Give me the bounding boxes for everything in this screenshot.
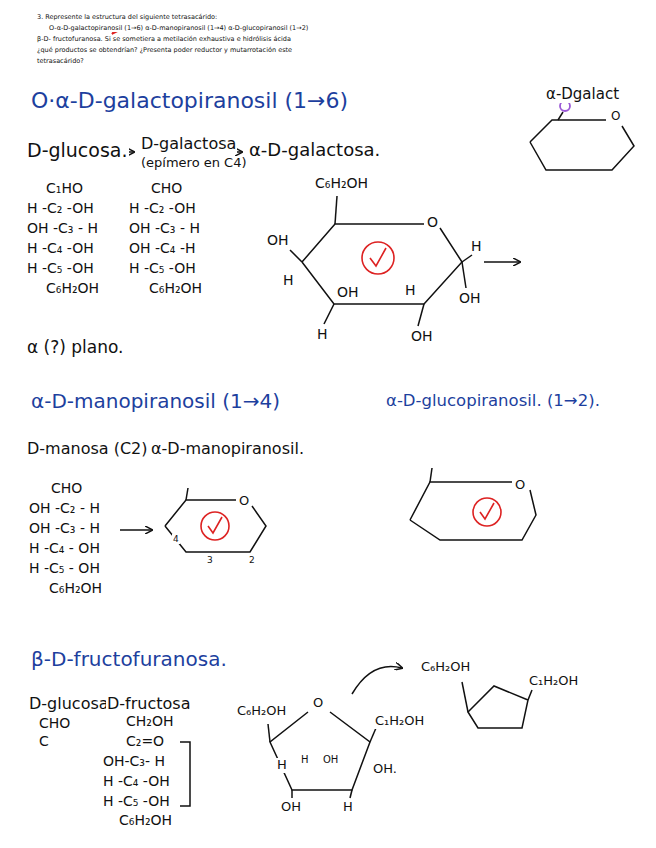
handwritten-text: O (426, 214, 439, 230)
handwritten-text: 4 (172, 534, 180, 544)
galactose-ring (290, 196, 472, 326)
handwritten-text: D-manosa (C2) (26, 440, 148, 458)
handwritten-text: D-galactosa (140, 135, 237, 153)
handwritten-text: D-fructosa (106, 695, 191, 713)
handwritten-text: β-D- fructofuranosa. Si se sometiera a m… (36, 36, 292, 43)
handwritten-text: H (276, 758, 288, 773)
handwritten-text: 3. Represente la estructura del siguient… (36, 14, 218, 21)
handwritten-text: OH. (372, 762, 398, 777)
mannose-ring (165, 488, 266, 552)
handwritten-text: 2 (248, 555, 256, 565)
handwritten-text: OH -C₂ - H (28, 500, 101, 516)
reaction-arrows (98, 152, 520, 694)
handwritten-text: H -C₄ -OH (26, 240, 95, 256)
handwritten-text: H -C₄ - OH (28, 540, 101, 556)
handwritten-text: C₆H₂OH (236, 704, 287, 719)
handwritten-text: H -C₄ -OH (102, 773, 171, 789)
handwritten-text: CHO (150, 180, 183, 196)
handwritten-text: 3 (206, 555, 214, 565)
handwritten-text: C₆H₂OH (420, 660, 471, 675)
handwritten-text: H -C₅ -OH (128, 260, 197, 276)
handwritten-text: H -C₂ -OH (26, 200, 95, 216)
handwritten-text: OH (266, 232, 290, 248)
handwritten-text: OH -C₃ - H (28, 520, 101, 536)
handwritten-text: (epímero en C4) (140, 156, 248, 171)
handwritten-text: H (300, 754, 310, 766)
glucose-ring (410, 468, 536, 540)
handwritten-text: α-D-manopiranosil. (150, 440, 305, 458)
handwritten-text: C₆H₂OH (48, 580, 103, 596)
handwritten-text: H (316, 326, 329, 342)
handwritten-text: OH (410, 328, 434, 344)
handwritten-text: O·α-D-galactopiranosil (1→6) (30, 88, 349, 113)
handwritten-text: C₁H₂OH (374, 714, 425, 729)
handwritten-text: α-D-manopiranosil (1→4) (30, 390, 281, 413)
handwritten-text: CHO (38, 715, 71, 731)
handwritten-text: OH (280, 800, 302, 815)
handwritten-text: H (282, 272, 295, 288)
handwritten-text: H -C₅ - OH (28, 560, 101, 576)
handwritten-text: C₆H₂OH (314, 175, 369, 191)
handwritten-text: H (404, 282, 417, 298)
handwritten-text: H -C₅ -OH (102, 793, 171, 809)
bracket (180, 742, 190, 806)
handwritten-text: C₆H₂OH (148, 280, 203, 296)
handwritten-text: OH (336, 284, 360, 300)
handwritten-text: H (470, 238, 483, 254)
handwritten-text: α-D-glucopiranosil. (1→2). (385, 392, 601, 411)
handwritten-text: C₂=O (125, 733, 165, 749)
handwritten-text: α-D-galactosa. (248, 140, 381, 161)
handwritten-text: OH (322, 754, 339, 766)
handwritten-text: CH₂OH (125, 713, 174, 729)
handwritten-text: C₆H₂OH (45, 280, 100, 296)
handwritten-text: OH -C₃ - H (26, 220, 99, 236)
handwritten-text: O (238, 494, 250, 509)
handwritten-text: OH -C₄ -H (128, 240, 196, 256)
handwritten-text: H (342, 800, 354, 815)
handwritten-text: C₁H₂OH (528, 674, 579, 689)
handwritten-text: CHO (50, 480, 83, 496)
handwritten-text: O-α-D-galactopiranosil (1→6) α-D-manopir… (48, 25, 309, 32)
handwritten-text: H -C₅ -OH (26, 260, 95, 276)
handwritten-text: tetrasacárido? (36, 58, 85, 65)
handwritten-text: α (?) plano. (26, 338, 125, 358)
handwritten-text: O (312, 696, 324, 711)
handwritten-text: β-D-fructofuranosa. (30, 648, 228, 671)
handwritten-text: C₆H₂OH (118, 812, 173, 828)
handwritten-text: ¿qué productos se obtendrían? ¿Presenta … (36, 47, 293, 54)
handwritten-text: D-glucosa (28, 695, 110, 713)
handwritten-text: O (610, 110, 621, 124)
handwritten-text: OH -C₃ - H (128, 220, 201, 236)
handwritten-text: H -C₂ -OH (128, 200, 197, 216)
small-furanose-ring (462, 682, 532, 728)
furanose-ring (268, 712, 376, 798)
handwritten-text: D-glucosa. (26, 140, 129, 162)
handwritten-text: α-Dgalact (545, 86, 620, 103)
handwritten-text: OH (458, 290, 482, 306)
handwritten-text: O (514, 478, 526, 493)
handwritten-text: C₁HO (45, 180, 84, 196)
handwritten-text: OH-C₃- H (102, 753, 166, 769)
handwritten-text: C (38, 733, 50, 749)
